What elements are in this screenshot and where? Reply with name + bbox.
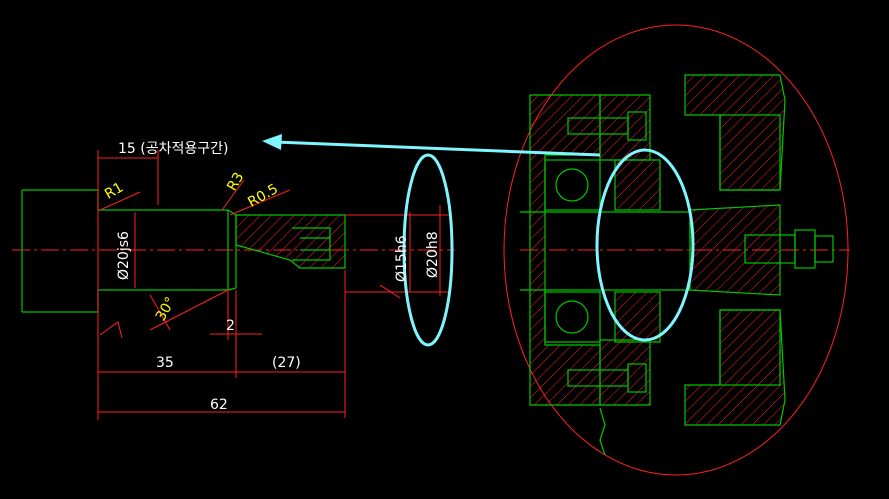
callout-arrow-icon [262, 134, 282, 150]
housing-cap-bottom [599, 339, 651, 406]
wheel-top [684, 74, 786, 191]
ref-tick [379, 284, 401, 299]
angle-30: 30° [153, 294, 179, 324]
end-bolt-head [794, 229, 816, 269]
spacer-top [614, 159, 661, 211]
angle-line [149, 289, 229, 331]
leader-r3 [221, 179, 245, 211]
bearing-bottom [544, 291, 601, 343]
diameter-d15h6: Ø15h6 [394, 235, 410, 282]
shaft-chamfer-bottom [227, 287, 237, 291]
radius-r3: R3 [224, 170, 247, 194]
end-bolt-tip [814, 235, 834, 263]
shaft-chamfer-top [227, 209, 237, 216]
datum-mark [99, 321, 123, 339]
bolt-head-top [627, 111, 647, 141]
callout-label: 15 (공차적용구간) [118, 141, 228, 157]
length-2: 2 [226, 318, 235, 334]
highlight-ellipse-shaft [402, 153, 454, 347]
bolt-head-bottom [627, 363, 647, 393]
wheel-rim-bottom [719, 309, 781, 386]
diameter-d20js6: Ø20js6 [116, 231, 132, 280]
length-62: 62 [210, 397, 228, 413]
diameter-d20h8: Ø20h8 [425, 231, 441, 278]
highlight-ellipse-assembly [595, 148, 695, 342]
bearing-ball-top [555, 168, 589, 202]
radius-r05: R0.5 [245, 181, 281, 211]
angle-arc [149, 294, 171, 331]
hub [689, 204, 781, 296]
keyway [292, 227, 331, 261]
highlights [262, 134, 695, 347]
radius-r1: R1 [102, 179, 126, 202]
wheel-bottom [684, 309, 786, 426]
callout-arrow-line [274, 140, 601, 157]
shaft-detail [12, 150, 455, 420]
assembly-section [503, 24, 850, 476]
length-35: 35 [156, 355, 174, 371]
spacer-bottom [614, 291, 661, 343]
bearing-ball-bottom [555, 300, 589, 334]
leader-r05 [229, 189, 291, 216]
length-27: (27) [272, 355, 301, 371]
wheel-rim-top [719, 114, 781, 191]
leader-r1 [99, 191, 141, 211]
break-line [599, 407, 606, 456]
bearing-top [544, 159, 601, 211]
